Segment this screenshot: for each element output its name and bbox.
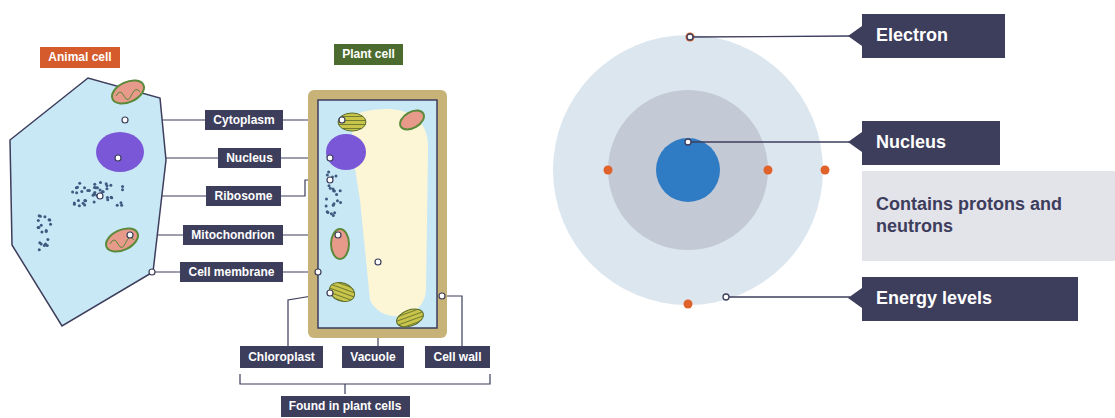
group-label: Found in plant cells: [281, 396, 410, 417]
label-text: Nucleus: [876, 132, 946, 154]
electron-dots: [604, 33, 830, 309]
part-label: Nucleus: [218, 148, 281, 168]
nucleus-shape: [96, 132, 144, 172]
label-text: Animal cell: [48, 50, 111, 64]
ribosome-dots: [37, 181, 124, 251]
leader-dots: [97, 117, 445, 299]
label-text: Mitochondrion: [191, 228, 274, 242]
atom-label: Energy levels: [862, 277, 1078, 321]
mitochondrion-shape: [102, 76, 147, 256]
part-label: Cell wall: [425, 346, 490, 368]
label-text: Cytoplasm: [213, 113, 274, 127]
label-text: Chloroplast: [248, 350, 315, 364]
part-label: Chloroplast: [240, 346, 323, 368]
label-text: Cell wall: [433, 350, 481, 364]
part-label: Ribosome: [206, 186, 281, 206]
cell-title: Plant cell: [334, 44, 403, 65]
pointer-tabs: [848, 26, 862, 308]
label-text: Energy levels: [876, 288, 992, 310]
label-text: Plant cell: [342, 47, 395, 61]
part-label: Vacuole: [342, 346, 404, 368]
label-text: Electron: [876, 25, 948, 47]
label-text: Cell membrane: [188, 265, 274, 279]
atom-note: Contains protons and neutrons: [862, 171, 1115, 261]
atom: [553, 26, 862, 309]
label-text: Found in plant cells: [289, 399, 402, 413]
label-text: Vacuole: [350, 350, 395, 364]
atom-label: Electron: [862, 14, 1005, 58]
label-text: Nucleus: [226, 151, 273, 165]
part-label: Cell membrane: [180, 262, 283, 282]
part-label: Mitochondrion: [183, 225, 283, 245]
label-text: Contains protons and neutrons: [876, 194, 1101, 237]
atom-label: Nucleus: [862, 121, 1000, 165]
cell-title: Animal cell: [40, 47, 120, 68]
animal-cell: [10, 76, 166, 326]
part-label: Cytoplasm: [205, 110, 283, 130]
plant-cell: [308, 90, 447, 338]
label-text: Ribosome: [214, 189, 272, 203]
